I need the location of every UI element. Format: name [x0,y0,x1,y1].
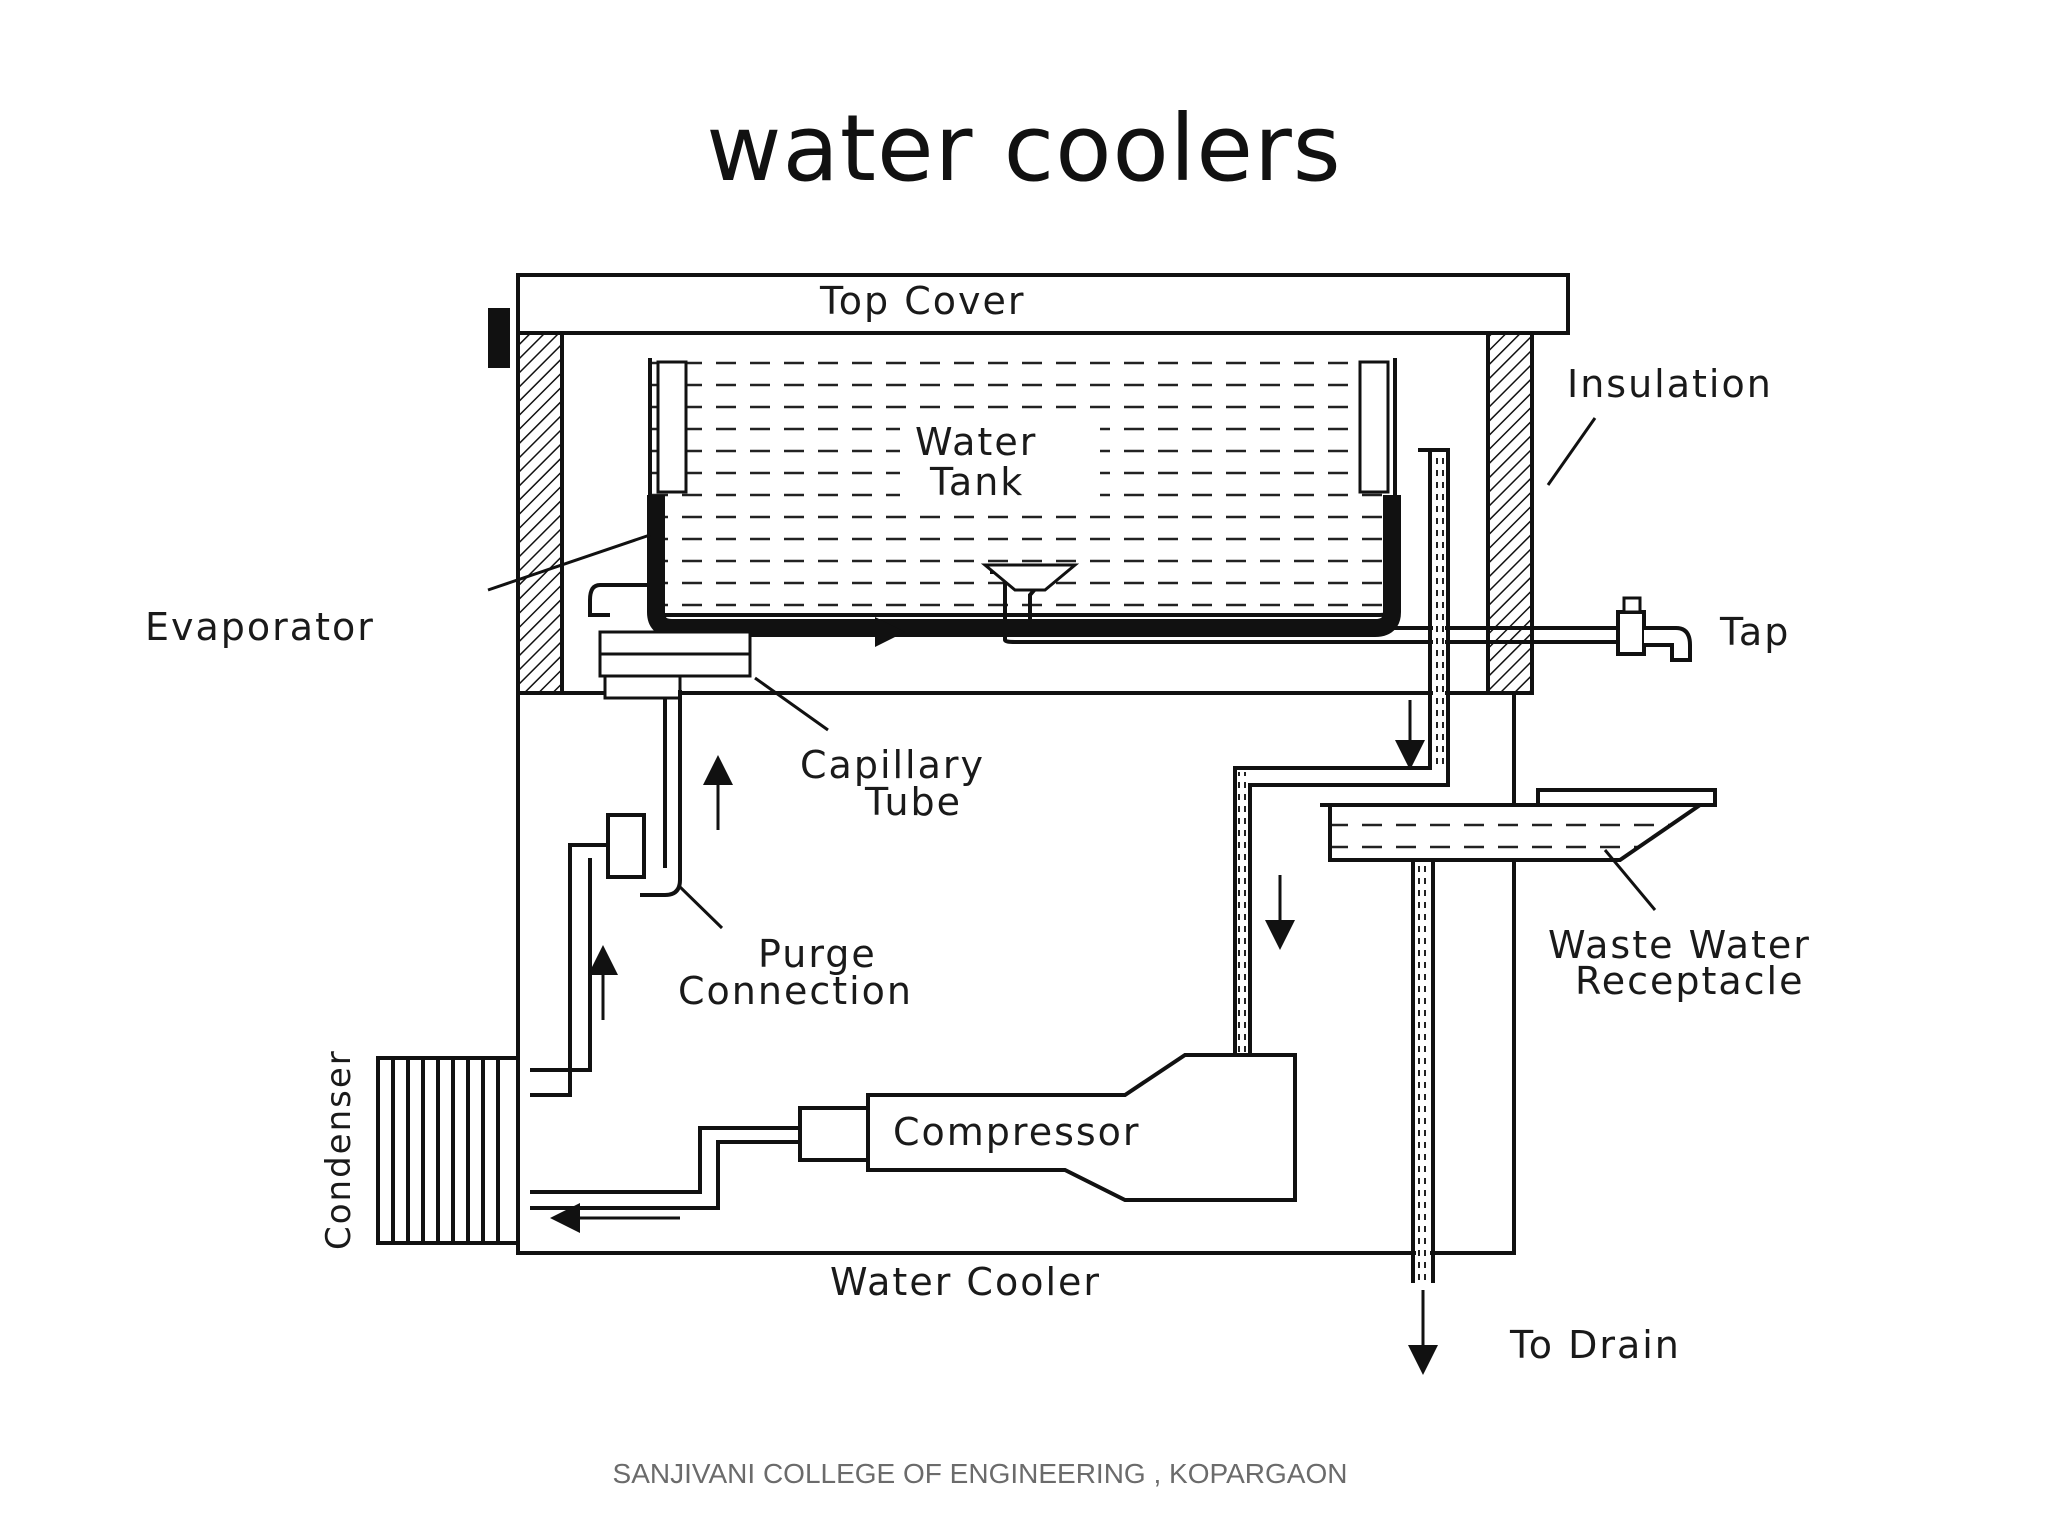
leader-lines [487,417,1657,930]
discharge-line [530,1126,800,1233]
water-tank-label-line1: Water [915,420,1037,464]
insulation-label: Insulation [1567,362,1773,406]
water-tank-label-line2: Tank [929,460,1024,504]
capillary-tube [588,583,752,897]
suction-line [1233,448,1450,1058]
evaporator-label: Evaporator [145,605,375,649]
capillary-tube-label-line2: Tube [864,780,962,824]
capillary-tube-label-line1: Capillary [800,743,985,787]
purge-connection-label-line1: Purge [758,932,877,976]
condenser [376,1056,520,1245]
condenser-label: Condenser [319,1049,359,1250]
purge-connection [530,813,646,1097]
compressor [798,1053,1297,1202]
lower-cabinet [516,691,1516,1255]
top-cover-label: Top Cover [819,279,1025,323]
tap-label: Tap [1719,610,1790,654]
top-cover [488,273,1570,368]
slide-title: water coolers [706,95,1342,202]
waste-water-receptacle-label-line2: Receptacle [1575,959,1804,1003]
waste-water-receptacle [1320,788,1717,862]
purge-connection-label-line2: Connection [678,969,913,1013]
compressor-label: Compressor [893,1110,1141,1154]
waste-water-receptacle-label-line1: Waste Water [1548,923,1811,967]
tap-outlet-pipe [980,563,1630,644]
tap-icon [1616,596,1692,662]
evaporator-coil [647,495,1401,637]
diagram-caption: Water Cooler [830,1260,1101,1304]
slide-footer: SANJIVANI COLLEGE OF ENGINEERING , KOPAR… [612,1458,1348,1489]
drain-pipe [1408,860,1438,1375]
to-drain-label: To Drain [1509,1323,1681,1367]
